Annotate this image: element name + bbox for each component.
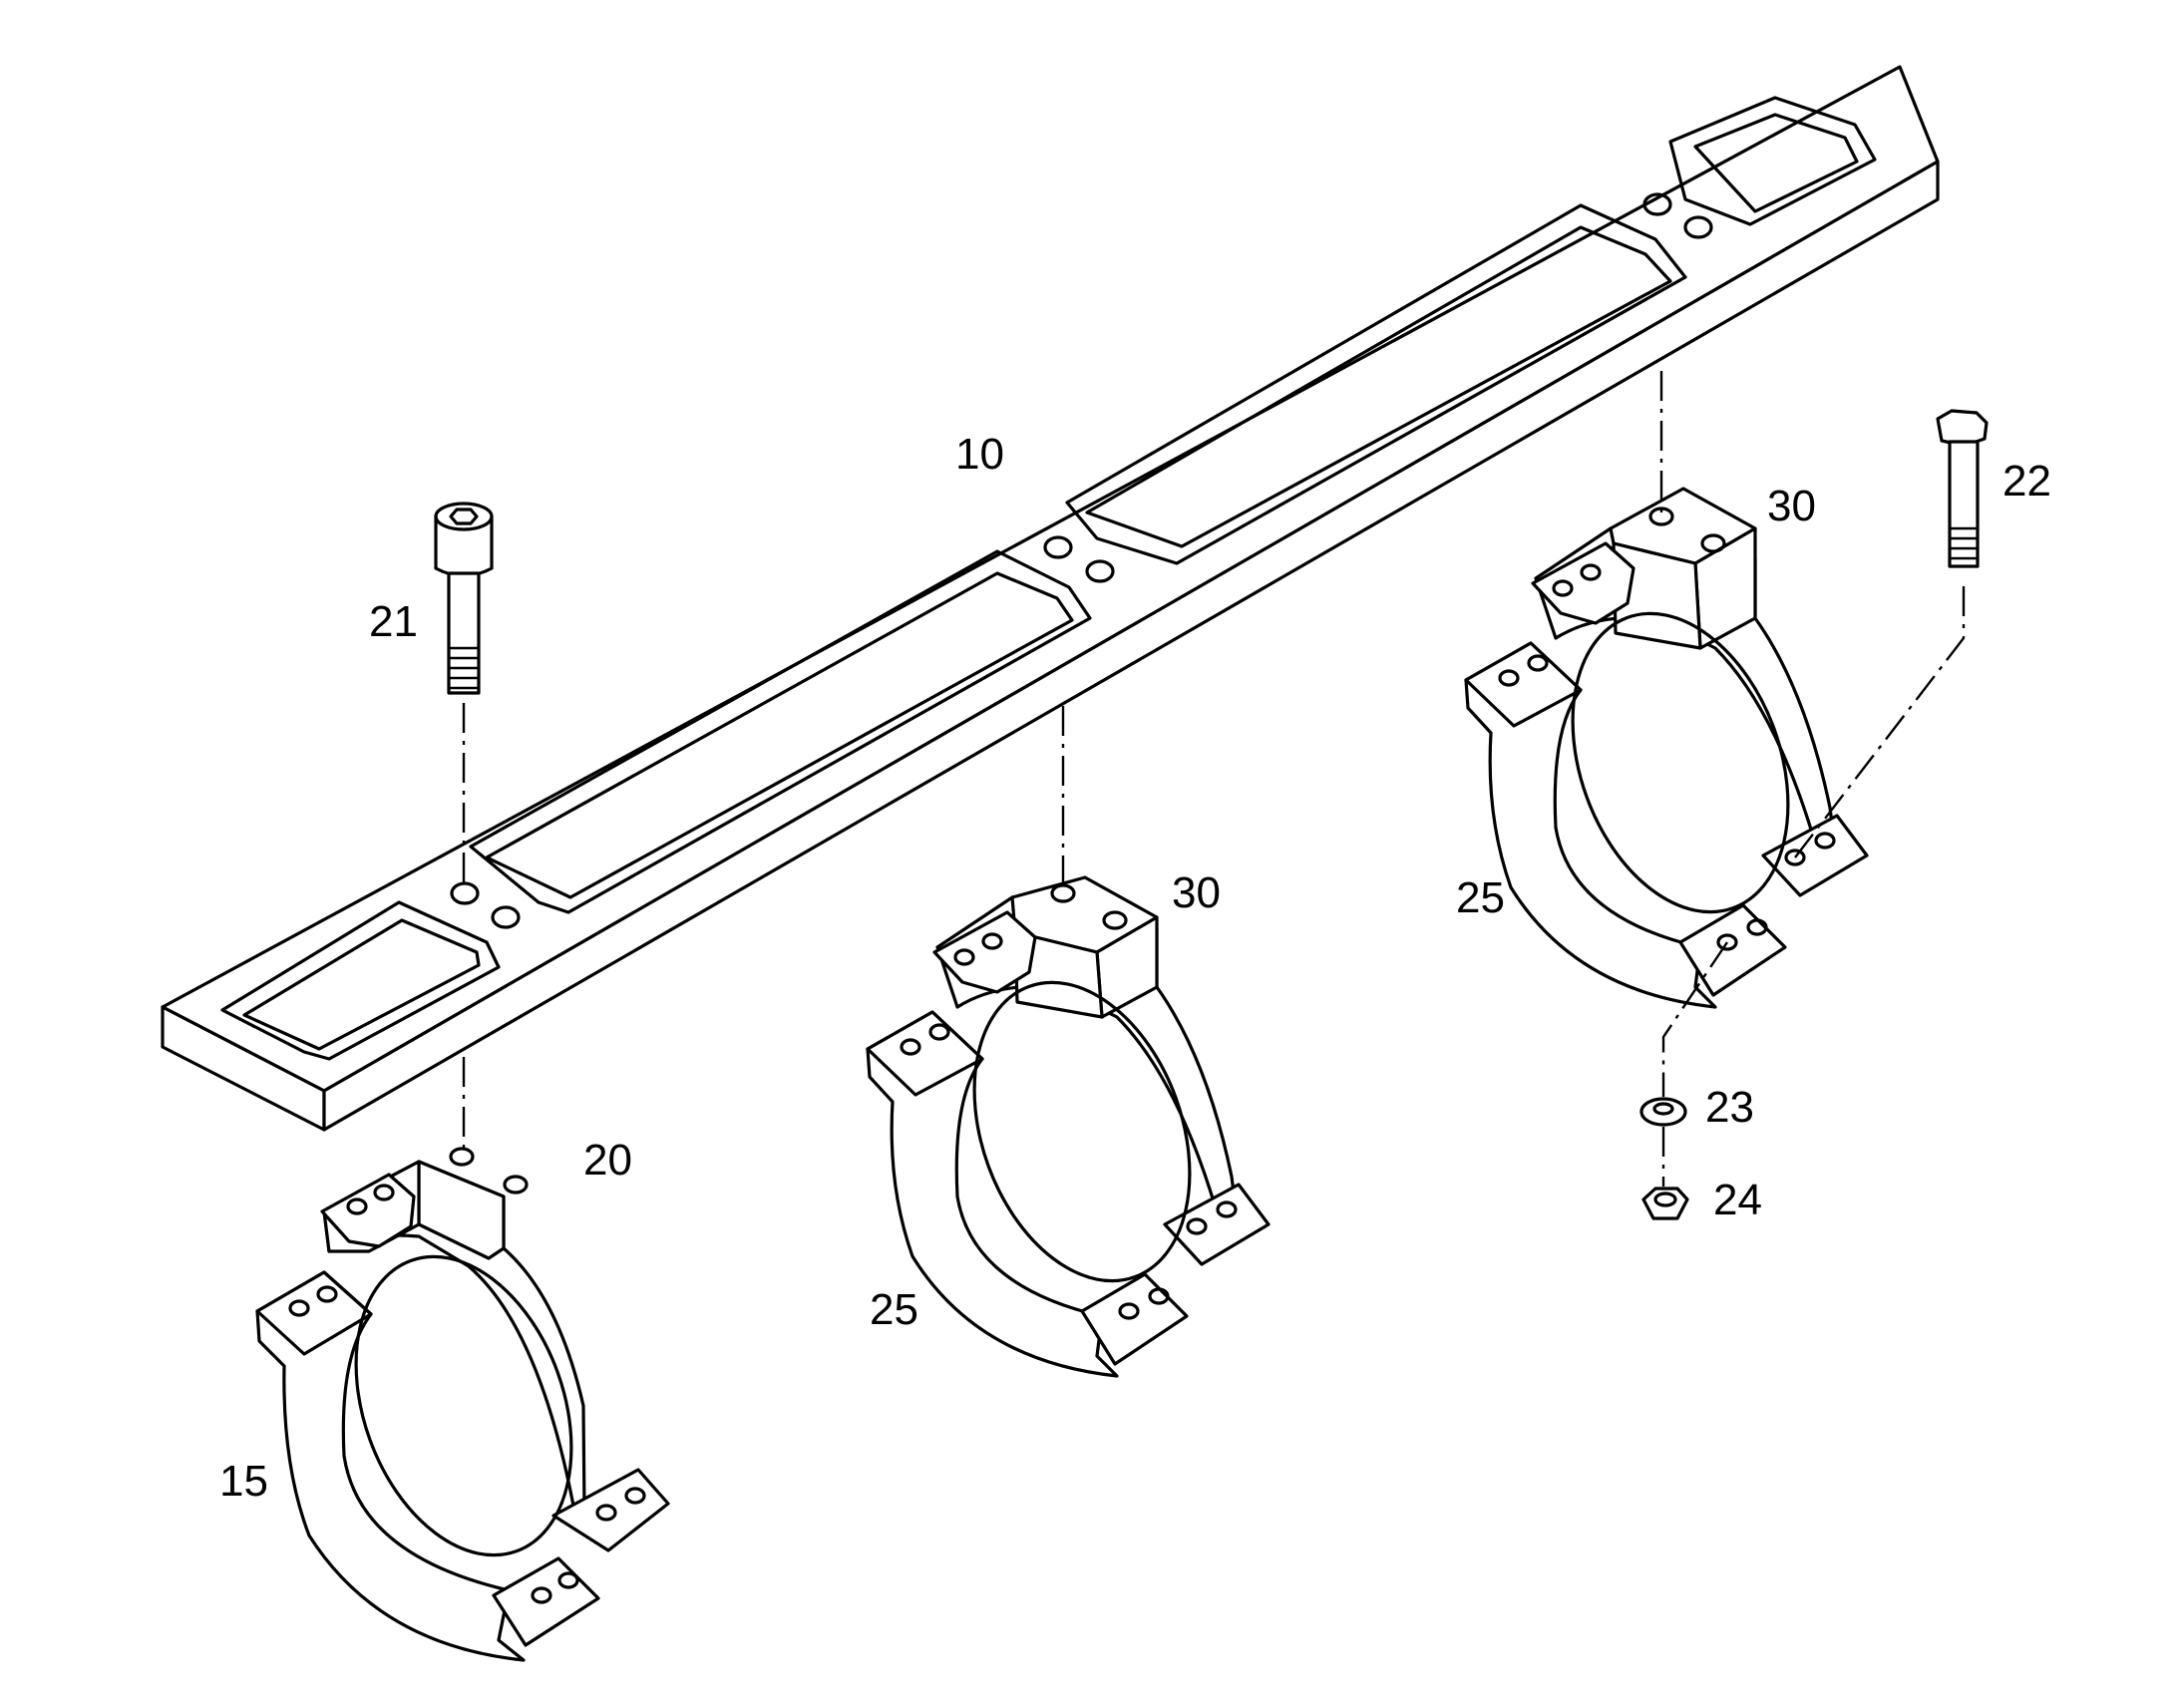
callout-21: 21	[369, 597, 418, 646]
callout-30-center: 30	[1172, 868, 1221, 917]
callout-15: 15	[219, 1457, 268, 1506]
callout-25-right: 25	[1456, 873, 1505, 922]
callout-30-right: 30	[1767, 482, 1816, 530]
callout-20: 20	[583, 1136, 632, 1185]
callout-23: 23	[1705, 1083, 1754, 1132]
callout-24: 24	[1713, 1176, 1762, 1224]
callout-labels: 10 21 22 30 30 25 25 20 15 23 24	[219, 430, 2051, 1506]
hex-nut-part-24	[1641, 1187, 1689, 1220]
washer-part-23	[1639, 1097, 1687, 1127]
clamp-assembly-left	[255, 1147, 670, 1662]
clamp-assembly-center	[866, 875, 1271, 1378]
assembly-centerlines	[462, 371, 1966, 1187]
socket-head-screw-part-21	[434, 502, 494, 695]
support-bar-part-10	[161, 65, 1940, 1132]
callout-10: 10	[955, 430, 1004, 479]
hex-bolt-part-22	[1936, 409, 1989, 568]
clamp-assembly-right	[1464, 487, 1869, 1009]
callout-25-center: 25	[870, 1285, 918, 1334]
callout-22: 22	[2002, 457, 2051, 506]
